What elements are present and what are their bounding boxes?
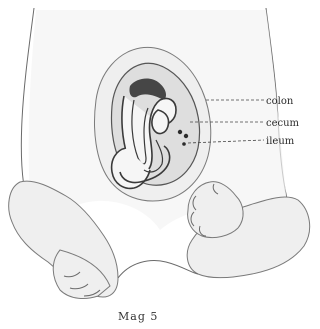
figure-caption: Mag 5 <box>118 310 158 323</box>
cecum-label: cecum <box>266 118 300 129</box>
cecum-dot-3 <box>182 142 186 146</box>
cecum-dot-2 <box>184 134 188 138</box>
ileum-label: ileum <box>266 136 295 147</box>
cecum <box>152 110 169 133</box>
colon-label: colon <box>266 96 294 107</box>
genital-region <box>118 261 198 278</box>
cecum-dot-1 <box>178 130 182 134</box>
